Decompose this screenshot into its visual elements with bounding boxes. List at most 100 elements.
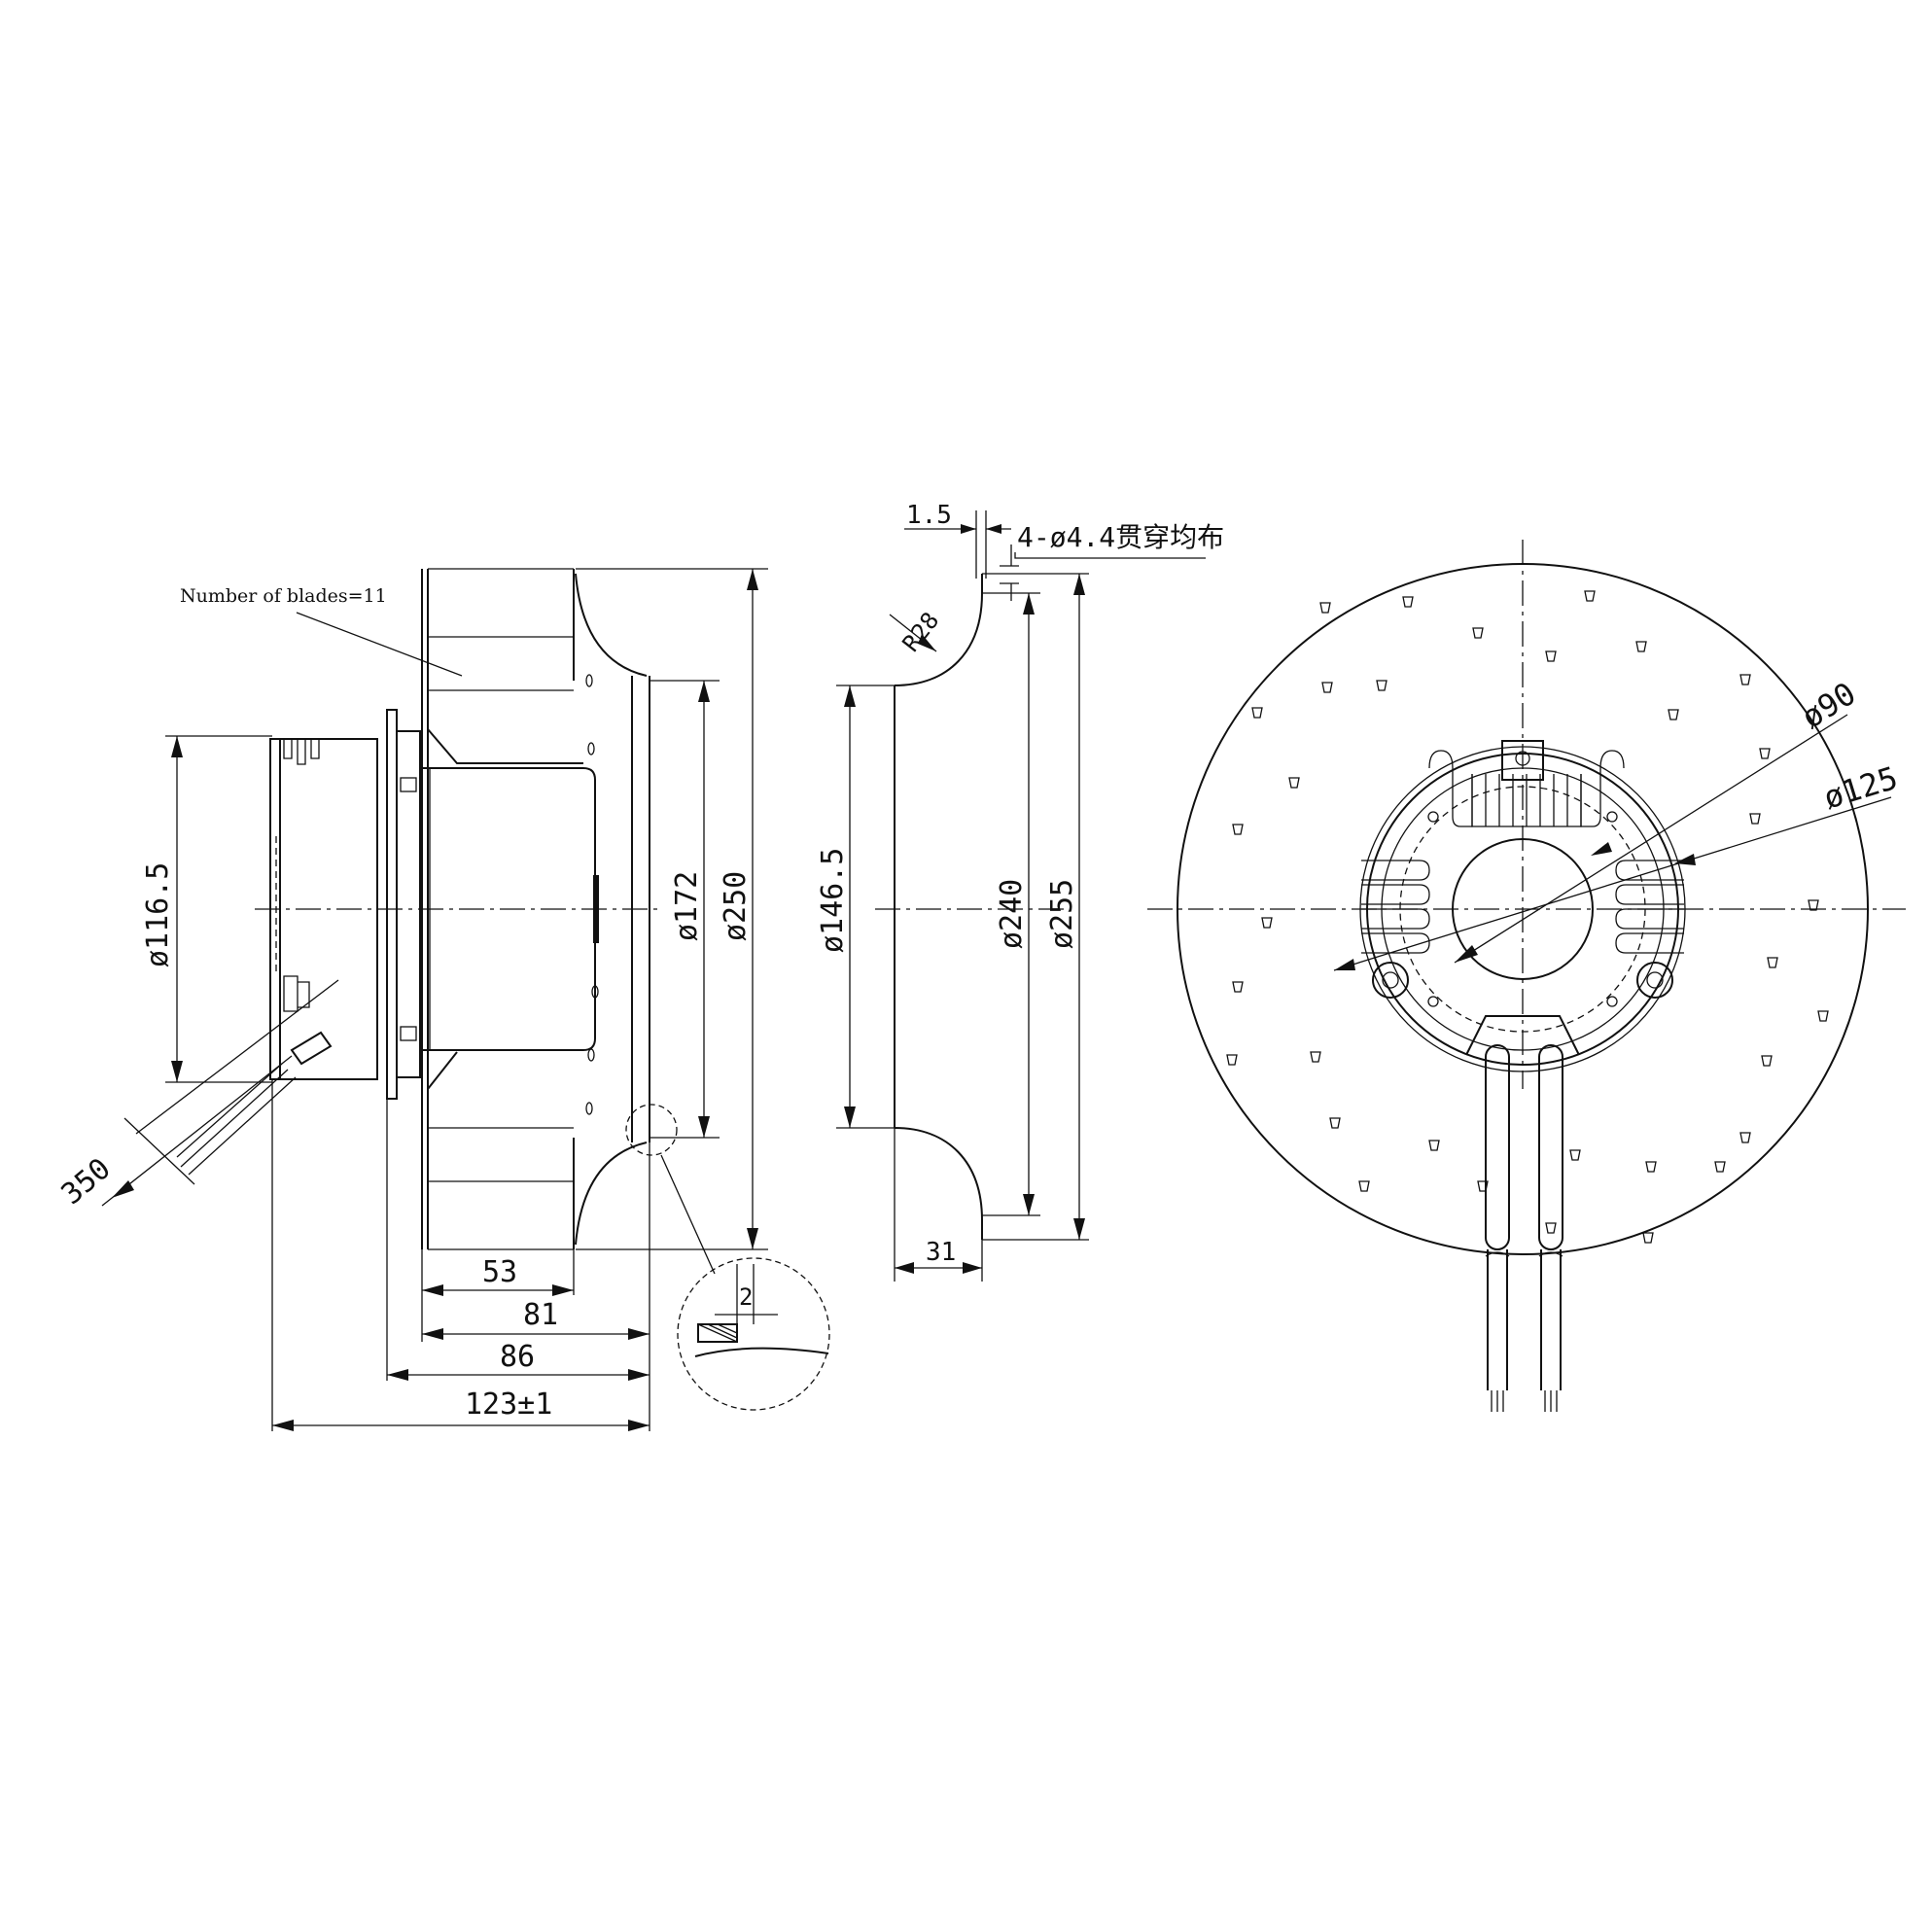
arrowhead xyxy=(422,1284,443,1296)
backplate-cone-bottom xyxy=(427,1051,458,1090)
dim-d-90: ø90 xyxy=(1795,675,1862,736)
dim-86: 86 xyxy=(500,1340,535,1374)
detail-view: 2 xyxy=(677,1257,830,1411)
motor-fins-right xyxy=(1615,860,1684,954)
arrowhead xyxy=(1591,842,1612,856)
dim-ring-thickness: 1.5 xyxy=(906,501,952,530)
screw-hole xyxy=(1427,996,1439,1007)
dim-d-motor: ø116.5 xyxy=(141,862,175,967)
rivet xyxy=(1642,1232,1654,1244)
arrowhead xyxy=(1674,854,1696,865)
cable-gland xyxy=(290,1031,333,1066)
terminal-box xyxy=(1501,740,1544,781)
rivet xyxy=(1310,1051,1321,1063)
rivet xyxy=(1376,680,1388,691)
rivet xyxy=(1321,682,1333,693)
cable-cores xyxy=(1491,1390,1558,1412)
motor-outer-rim xyxy=(1359,746,1686,1072)
rivet xyxy=(1749,813,1761,825)
arrowhead xyxy=(698,681,710,702)
impeller-blades xyxy=(428,568,575,1250)
dim-d-125: ø125 xyxy=(1819,759,1902,817)
arrowhead xyxy=(961,524,976,534)
screw-hole xyxy=(1606,996,1618,1007)
detail-shroud-edge xyxy=(694,1347,829,1357)
arrowhead xyxy=(171,736,183,757)
rivet xyxy=(1545,1222,1557,1234)
arrowhead xyxy=(628,1369,650,1381)
rivet xyxy=(587,742,595,755)
rivet xyxy=(1329,1117,1341,1129)
motor-fins-left xyxy=(1361,860,1430,954)
hole-pattern-note: 4-ø4.4贯穿均布 xyxy=(1017,521,1224,553)
cable-sheath-left xyxy=(1485,1044,1510,1250)
blade-count-note: Number of blades=11 xyxy=(180,585,387,607)
detail-leader xyxy=(660,1154,716,1275)
rivet xyxy=(1288,777,1300,789)
mounting-boss xyxy=(1372,962,1409,999)
rivet xyxy=(1714,1161,1726,1173)
detail-callout-circle xyxy=(625,1104,678,1156)
rivet xyxy=(585,1102,593,1115)
rivet xyxy=(1635,641,1647,652)
rivet xyxy=(587,1048,595,1062)
mounting-bosses xyxy=(1372,811,1673,1007)
side-view: Number of blades=11 ø116.5 ø172 ø250 53 xyxy=(55,568,768,1431)
rivet xyxy=(1226,1054,1238,1066)
dim-detail-gap: 2 xyxy=(739,1283,753,1311)
rivet xyxy=(1402,596,1414,608)
rivet xyxy=(1645,1161,1657,1173)
rivet xyxy=(1668,709,1679,720)
arrowhead xyxy=(112,1180,134,1198)
dim-d-outer: ø250 xyxy=(719,871,753,941)
cable-ext-line xyxy=(135,979,339,1135)
flange-bolt-upper xyxy=(400,777,417,792)
motor-fins-top xyxy=(1428,740,1625,827)
arrowhead xyxy=(1023,593,1035,615)
arrowhead xyxy=(422,1328,443,1340)
dim-line-cable xyxy=(101,1055,293,1207)
front-view: ø90 ø125 xyxy=(1147,540,1906,1412)
dim-depth: 31 xyxy=(926,1238,956,1267)
flange-bolt-lower xyxy=(400,1026,417,1041)
dim-d-inlet: ø172 xyxy=(670,871,704,941)
rivet xyxy=(1739,674,1751,685)
arrowhead xyxy=(844,685,856,707)
arrowhead xyxy=(986,524,1001,534)
rivet xyxy=(1759,748,1771,759)
arrowhead xyxy=(387,1369,408,1381)
cable-sheath-right xyxy=(1538,1044,1563,1250)
rivet xyxy=(1739,1132,1751,1143)
shroud-rivets xyxy=(585,674,599,1115)
arrowhead xyxy=(1455,945,1478,963)
arrowhead xyxy=(895,1262,914,1274)
rivet xyxy=(1761,1055,1773,1067)
dim-81: 81 xyxy=(523,1298,558,1332)
rivet xyxy=(585,674,593,687)
hole-note-underline xyxy=(1014,552,1206,559)
rivet xyxy=(1767,957,1778,968)
arrowhead xyxy=(918,634,936,651)
motor-hub xyxy=(1452,838,1594,980)
backplate-cone-top xyxy=(427,728,583,764)
dim-d-holes: ø240 xyxy=(995,879,1029,949)
arrowhead xyxy=(628,1420,650,1431)
rivet xyxy=(1251,707,1263,719)
mounting-hole xyxy=(1646,971,1664,989)
leader-d-90 xyxy=(1454,714,1848,964)
shroud-curve-bottom xyxy=(575,1142,648,1246)
leader-d-125 xyxy=(1333,796,1892,971)
impeller-rivets xyxy=(1226,590,1829,1244)
rivet xyxy=(1569,1149,1581,1161)
rivet xyxy=(1319,602,1331,614)
mounting-boss xyxy=(1636,962,1673,999)
impeller-outer-rim xyxy=(1177,563,1869,1255)
fin-row xyxy=(1471,774,1582,827)
arrowhead xyxy=(747,1228,758,1249)
housing-fins-top xyxy=(283,738,354,765)
drum-hub-cap xyxy=(593,875,599,943)
arrowhead xyxy=(844,1107,856,1128)
arrowhead xyxy=(1073,574,1085,595)
ring-profile-top xyxy=(894,577,983,686)
